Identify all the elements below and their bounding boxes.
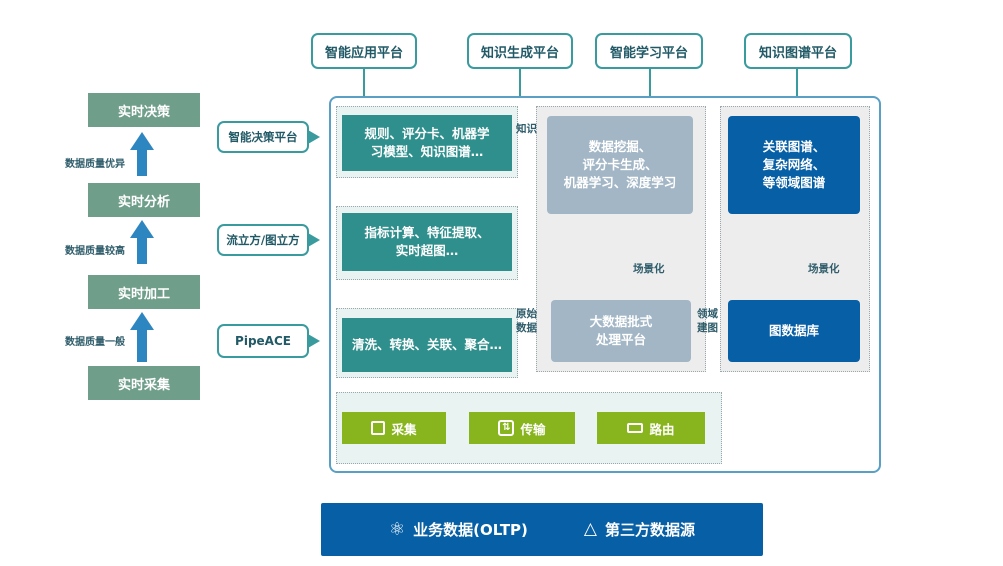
stage-realtime-processing: 实时加工 <box>88 275 200 309</box>
source-oltp: ⚛ 业务数据(OLTP) <box>389 519 528 540</box>
callout-knowledge-generation-platform: 知识生成平台 <box>467 33 573 69</box>
box-metrics-features: 指标计算、特征提取、 实时超图… <box>342 213 512 271</box>
transfer-icon: ⇅ <box>498 420 515 436</box>
left-up-arrow <box>130 312 154 362</box>
callout-smart-application-platform: 智能应用平台 <box>311 33 417 69</box>
left-up-arrow <box>130 220 154 264</box>
button-collect: 采集 <box>342 412 446 444</box>
stage-realtime-collection: 实时采集 <box>88 366 200 400</box>
callout-knowledge-graph-platform: 知识图谱平台 <box>744 33 852 69</box>
stage-realtime-analysis: 实时分析 <box>88 183 200 217</box>
button-router: 路由 <box>597 412 705 444</box>
box-bigdata-batch: 大数据批式 处理平台 <box>551 300 691 362</box>
data-sources-bar: ⚛ 业务数据(OLTP) △ 第三方数据源 <box>321 503 763 556</box>
button-router-label: 路由 <box>649 421 675 437</box>
label-scenario-1: 场景化 <box>633 263 665 275</box>
triangle-network-icon: △ <box>583 519 597 539</box>
callout-smart-learning-platform: 智能学习平台 <box>595 33 703 69</box>
callout-pipeace: PipeACE <box>217 324 309 358</box>
left-up-arrow <box>130 132 154 176</box>
quality-label-excellent: 数据质量优异 <box>65 159 125 170</box>
callout-smart-decision-platform: 智能决策平台 <box>217 121 309 153</box>
callout-pointer <box>308 334 320 348</box>
label-domain-graph: 领域 建图 <box>697 308 718 334</box>
label-raw-data: 原始 数据 <box>516 308 537 334</box>
box-data-mining: 数据挖掘、 评分卡生成、 机器学习、深度学习 <box>547 116 693 214</box>
router-icon <box>627 423 644 433</box>
stage-realtime-decision: 实时决策 <box>88 93 200 127</box>
atom-icon: ⚛ <box>389 518 406 540</box>
box-rules-models: 规则、评分卡、机器学 习模型、知识图谱… <box>342 115 512 171</box>
box-knowledge-graphs: 关联图谱、 复杂网络、 等领域图谱 <box>728 116 860 214</box>
button-transfer-label: 传输 <box>520 421 546 437</box>
box-graph-database: 图数据库 <box>728 300 860 362</box>
button-transfer: ⇅ 传输 <box>469 412 575 444</box>
button-collect-label: 采集 <box>391 421 417 437</box>
label-knowledge: 知识 <box>516 123 537 135</box>
callout-stream-cube: 流立方/图立方 <box>217 224 309 256</box>
callout-pointer <box>308 233 320 247</box>
label-scenario-2: 场景化 <box>808 263 840 275</box>
collect-icon <box>371 421 386 435</box>
source-oltp-label: 业务数据(OLTP) <box>413 521 528 539</box>
box-cleaning: 清洗、转换、关联、聚合… <box>342 318 512 372</box>
quality-label-high: 数据质量较高 <box>65 246 125 257</box>
source-third-party: △ 第三方数据源 <box>584 519 695 540</box>
quality-label-average: 数据质量一般 <box>65 337 125 348</box>
callout-pointer <box>308 130 320 144</box>
source-third-party-label: 第三方数据源 <box>604 521 695 539</box>
